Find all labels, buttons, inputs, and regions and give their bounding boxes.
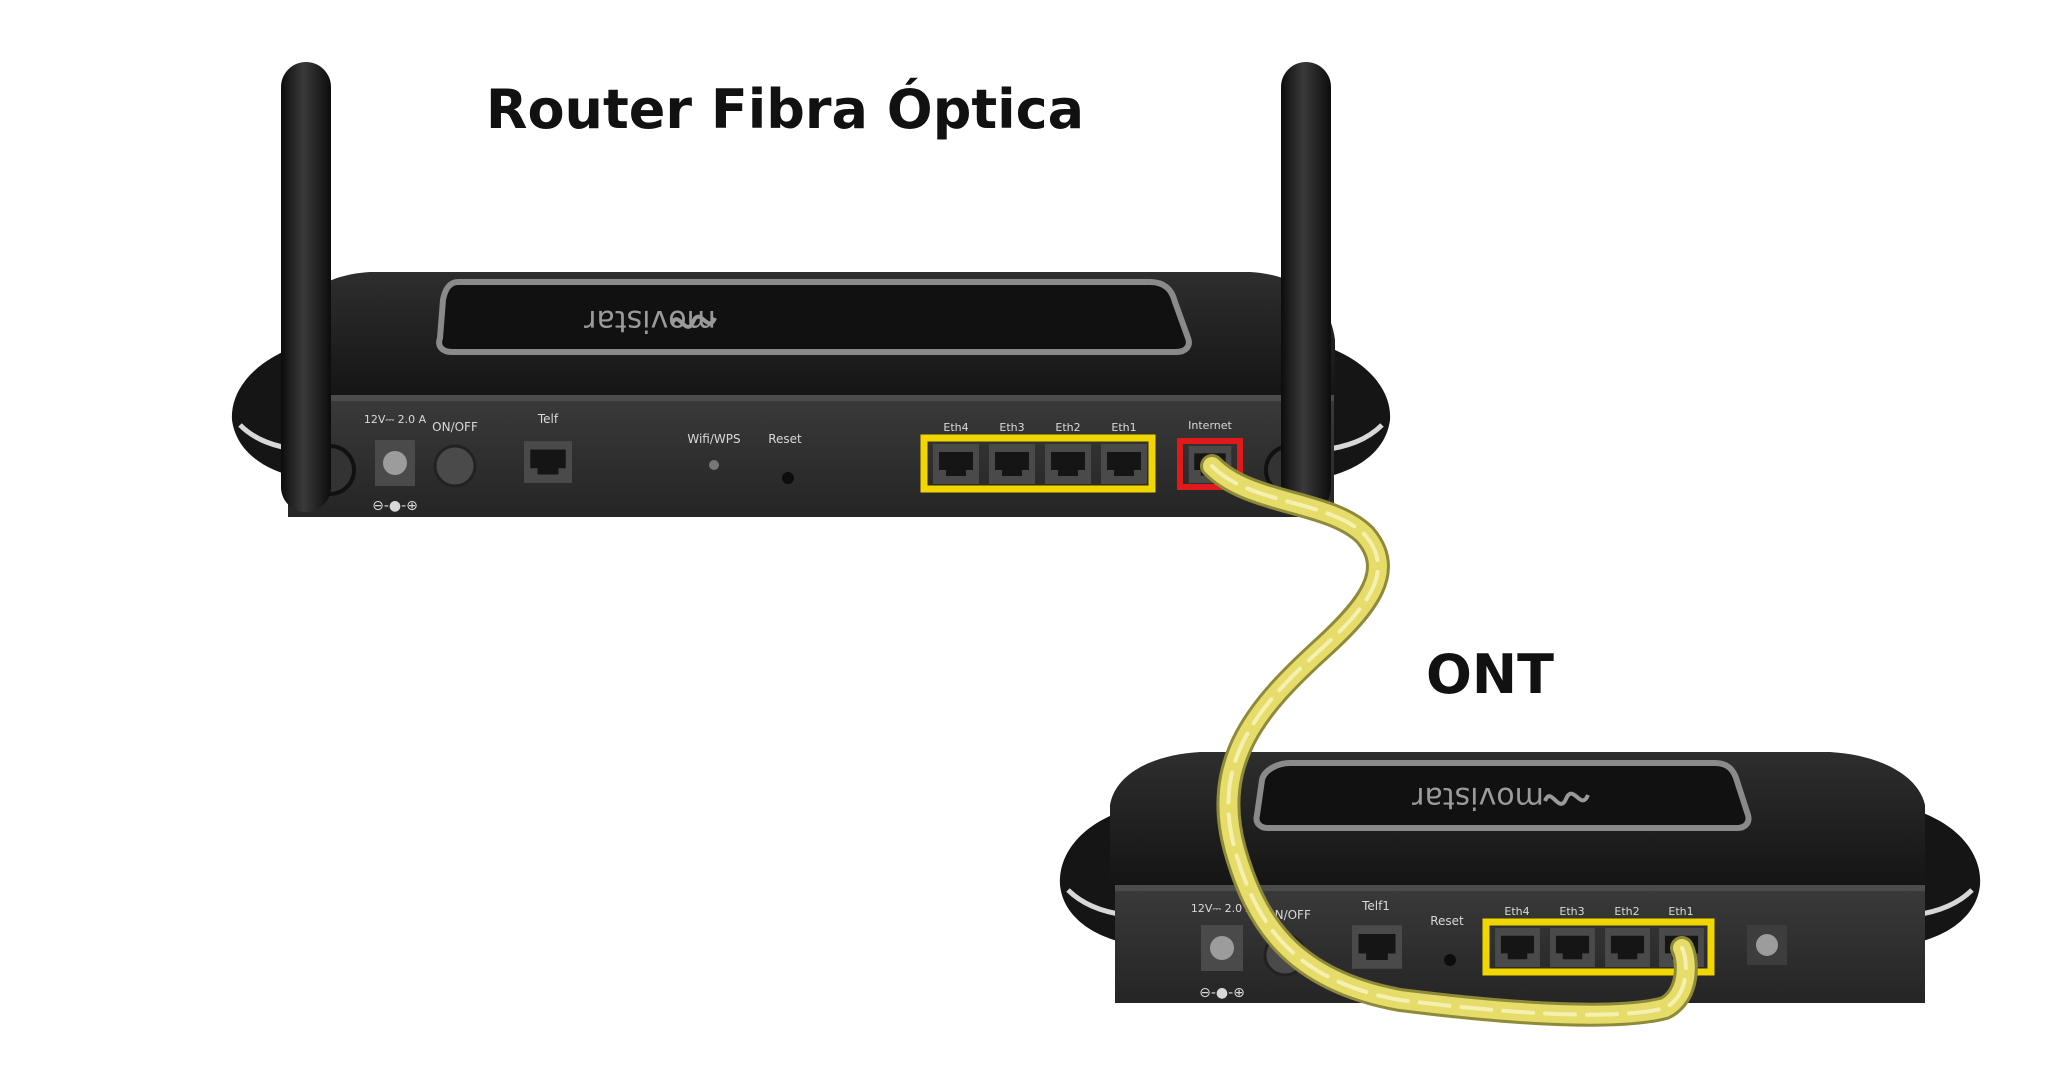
ont-title: ONT <box>1426 643 1554 706</box>
ethernet-cable <box>1200 454 1698 1027</box>
router-eth2-label: Eth2 <box>1055 421 1080 434</box>
router-internet-label: Internet <box>1188 419 1232 432</box>
ont-top-window <box>1253 760 1752 831</box>
router-top-window <box>436 279 1192 355</box>
router-brand-icon <box>670 314 717 329</box>
router-wifi-button <box>709 460 719 470</box>
router-wifi-label: Wifi/WPS <box>687 432 740 446</box>
ont-brand-logo: movistar <box>1411 780 1543 815</box>
ont-telf-port <box>1352 925 1402 969</box>
ont-reset-hole <box>1444 954 1456 966</box>
ont-eth-ports <box>1482 918 1715 976</box>
ont-eth2-label: Eth2 <box>1614 905 1639 918</box>
router-left-antenna <box>281 62 356 512</box>
router-telf-label: Telf <box>537 412 559 426</box>
ont-power-label: 12V⎓ 2.0 A <box>1191 902 1254 915</box>
ont-reset-label: Reset <box>1430 914 1464 928</box>
router-polarity-symbol: ⊖-●-⊕ <box>372 498 418 514</box>
router-title: Router Fibra Óptica <box>486 78 1084 141</box>
router-onoff-label: ON/OFF <box>432 420 478 434</box>
ont-eth1-label: Eth1 <box>1668 905 1693 918</box>
router-right-antenna <box>1264 62 1331 512</box>
ont-eth3-label: Eth3 <box>1559 905 1584 918</box>
ont-brand-icon <box>1543 791 1590 806</box>
router-internet-port <box>1177 438 1243 490</box>
router-brand-logo: movistar <box>583 303 715 338</box>
ont-polarity-symbol: ⊖-●-⊕ <box>1199 985 1245 1001</box>
router-device: movistar 12V⎓ 2.0 A ⊖-●-⊕ ON/OFF Telf Wi… <box>231 62 1391 517</box>
ont-telf-label: Telf1 <box>1361 899 1390 913</box>
router-eth1-label: Eth1 <box>1111 421 1136 434</box>
ont-device: movistar 12V⎓ 2.0 A ⊖-●-⊕ ON/OFF Telf1 R… <box>1059 752 1981 1003</box>
router-reset-label: Reset <box>768 432 802 446</box>
router-eth4-label: Eth4 <box>943 421 968 434</box>
router-telf-port <box>524 441 572 483</box>
router-eth-ports <box>920 434 1156 493</box>
ont-eth4-label: Eth4 <box>1504 905 1529 918</box>
router-onoff-button <box>433 444 477 488</box>
router-power-label: 12V⎓ 2.0 A <box>364 413 427 426</box>
router-eth3-label: Eth3 <box>999 421 1024 434</box>
router-reset-hole <box>782 472 794 484</box>
